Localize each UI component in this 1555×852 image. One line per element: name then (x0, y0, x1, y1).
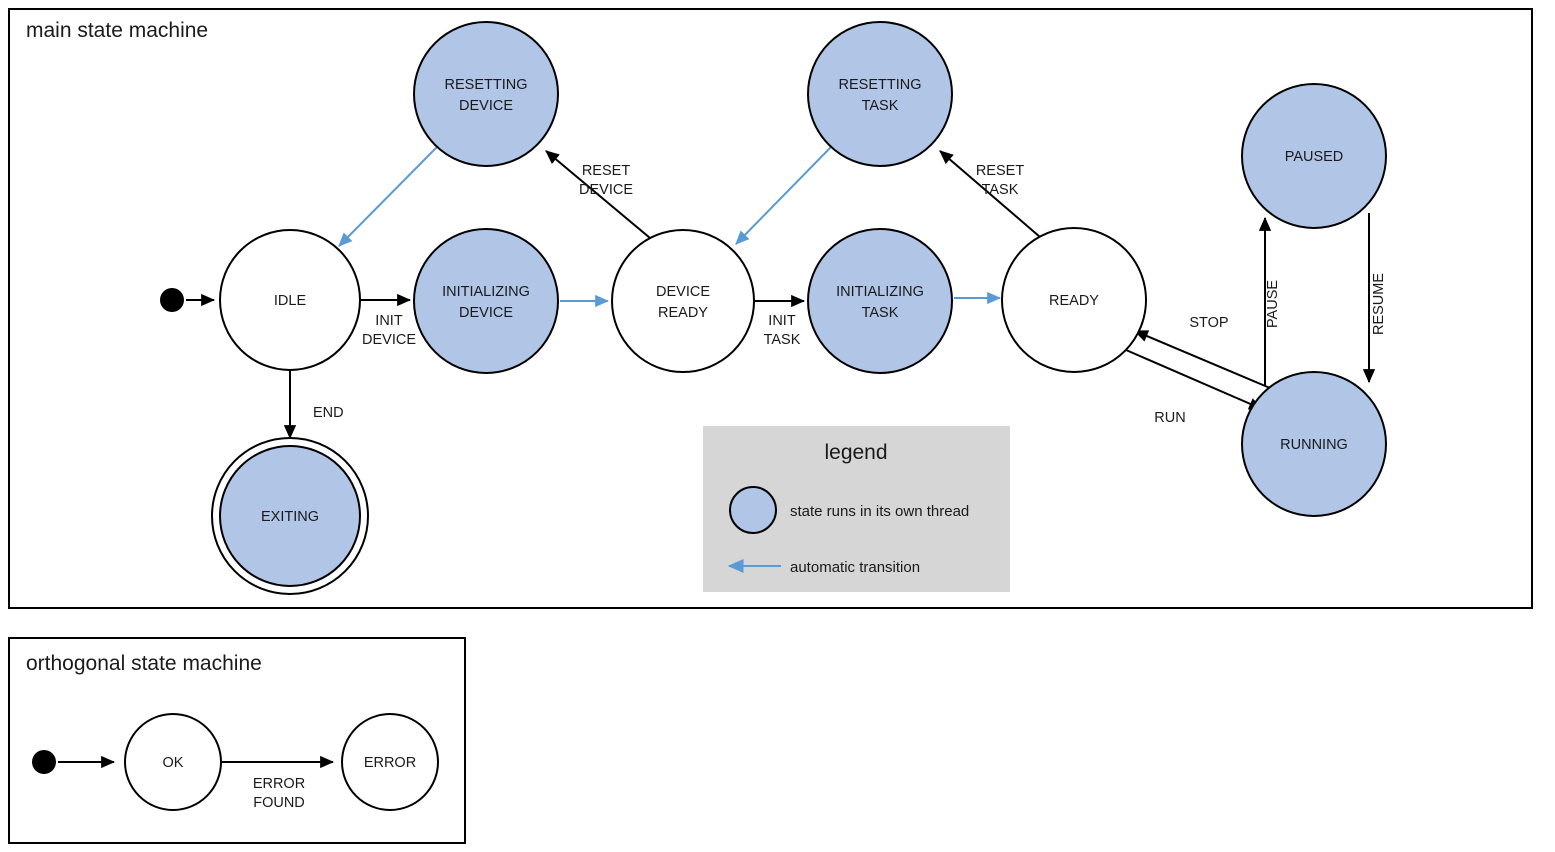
state-exiting[interactable]: EXITING (211, 437, 369, 595)
state-resetting-device[interactable]: RESETTING DEVICE (413, 21, 559, 167)
state-running[interactable]: RUNNING (1241, 371, 1387, 517)
state-ok[interactable]: OK (124, 713, 222, 811)
state-resetting-task[interactable]: RESETTING TASK (807, 21, 953, 167)
orthogonal-frame-title: orthogonal state machine (26, 652, 262, 675)
state-device-ready-label-line2: READY (658, 305, 708, 321)
state-resetting-device-label-line2: DEVICE (459, 98, 513, 114)
state-device-ready-shape[interactable] (611, 229, 755, 373)
state-device-ready-label-line1: DEVICE (656, 284, 710, 300)
edge-reset-device (545, 150, 651, 239)
state-error-label: ERROR (364, 755, 416, 771)
state-exiting-label: EXITING (261, 509, 319, 525)
state-initializing-device-label-line1: INITIALIZING (442, 284, 530, 300)
legend-auto-transition-text: automatic transition (790, 559, 920, 576)
state-device-ready[interactable]: DEVICE READY (611, 229, 755, 373)
state-resetting-device-shape[interactable] (413, 21, 559, 167)
label-stop: STOP (1189, 315, 1228, 331)
state-ready-shape[interactable] (1001, 227, 1147, 373)
label-error-found-line1: ERROR (253, 776, 305, 792)
edge-auto-idle (338, 146, 438, 247)
edge-auto-device-ready-2 (735, 146, 832, 245)
edge-reset-task (939, 150, 1041, 238)
legend: legend state runs in its own thread auto… (703, 426, 1010, 592)
legend-thread-state-text: state runs in its own thread (790, 503, 969, 520)
state-paused-label: PAUSED (1285, 149, 1344, 165)
state-running-shape[interactable] (1241, 371, 1387, 517)
edge-stop (1133, 330, 1271, 389)
state-paused-shape[interactable] (1241, 83, 1387, 229)
state-resetting-device-label-line1: RESETTING (445, 77, 528, 93)
orthogonal-states: OK ERROR (32, 713, 439, 811)
legend-title: legend (824, 441, 887, 464)
label-reset-device-line2: DEVICE (579, 182, 633, 198)
main-states: IDLE RESETTING DEVICE INITIALIZING DEVIC… (160, 21, 1387, 595)
state-resetting-task-label-line2: TASK (862, 98, 899, 114)
label-init-task-line1: INIT (768, 313, 796, 329)
label-pause: PAUSE (1265, 280, 1281, 328)
state-resetting-task-shape[interactable] (807, 21, 953, 167)
state-idle-shape[interactable] (219, 229, 361, 371)
label-init-task-line2: TASK (764, 332, 801, 348)
orthogonal-initial-state-marker (32, 750, 56, 774)
label-reset-device-line1: RESET (582, 163, 630, 179)
state-initializing-task-shape[interactable] (807, 228, 953, 374)
state-running-label: RUNNING (1280, 437, 1348, 453)
label-error-found-line2: FOUND (253, 795, 305, 811)
label-init-device-line2: DEVICE (362, 332, 416, 348)
state-resetting-task-label-line1: RESETTING (839, 77, 922, 93)
state-initializing-device-shape[interactable] (413, 228, 559, 374)
state-paused[interactable]: PAUSED (1241, 83, 1387, 229)
legend-thread-state-swatch (729, 486, 777, 534)
label-end: END (313, 405, 344, 421)
main-transitions: INIT DEVICE RESET DEVICE INIT TASK RESET… (186, 146, 1387, 440)
state-initializing-device[interactable]: INITIALIZING DEVICE (413, 228, 559, 374)
main-frame-title: main state machine (26, 19, 208, 42)
state-initializing-device-label-line2: DEVICE (459, 305, 513, 321)
label-run: RUN (1154, 410, 1185, 426)
state-error[interactable]: ERROR (341, 713, 439, 811)
state-ready-label: READY (1049, 293, 1099, 309)
label-reset-task-line2: TASK (982, 182, 1019, 198)
state-initializing-task-label-line1: INITIALIZING (836, 284, 924, 300)
state-idle[interactable]: IDLE (219, 229, 361, 371)
state-ok-label: OK (163, 755, 184, 771)
state-exiting-shape[interactable] (219, 445, 361, 587)
label-init-device-line1: INIT (375, 313, 403, 329)
initial-state-marker (160, 288, 184, 312)
label-reset-task-line1: RESET (976, 163, 1024, 179)
state-idle-label: IDLE (274, 293, 307, 309)
state-initializing-task-label-line2: TASK (862, 305, 899, 321)
state-initializing-task[interactable]: INITIALIZING TASK (807, 228, 953, 374)
label-resume: RESUME (1371, 273, 1387, 335)
edge-run (1125, 349, 1264, 410)
state-error-shape[interactable] (341, 713, 439, 811)
state-ok-shape[interactable] (124, 713, 222, 811)
state-ready[interactable]: READY (1001, 227, 1147, 373)
orthogonal-transitions: ERROR FOUND (58, 755, 335, 811)
